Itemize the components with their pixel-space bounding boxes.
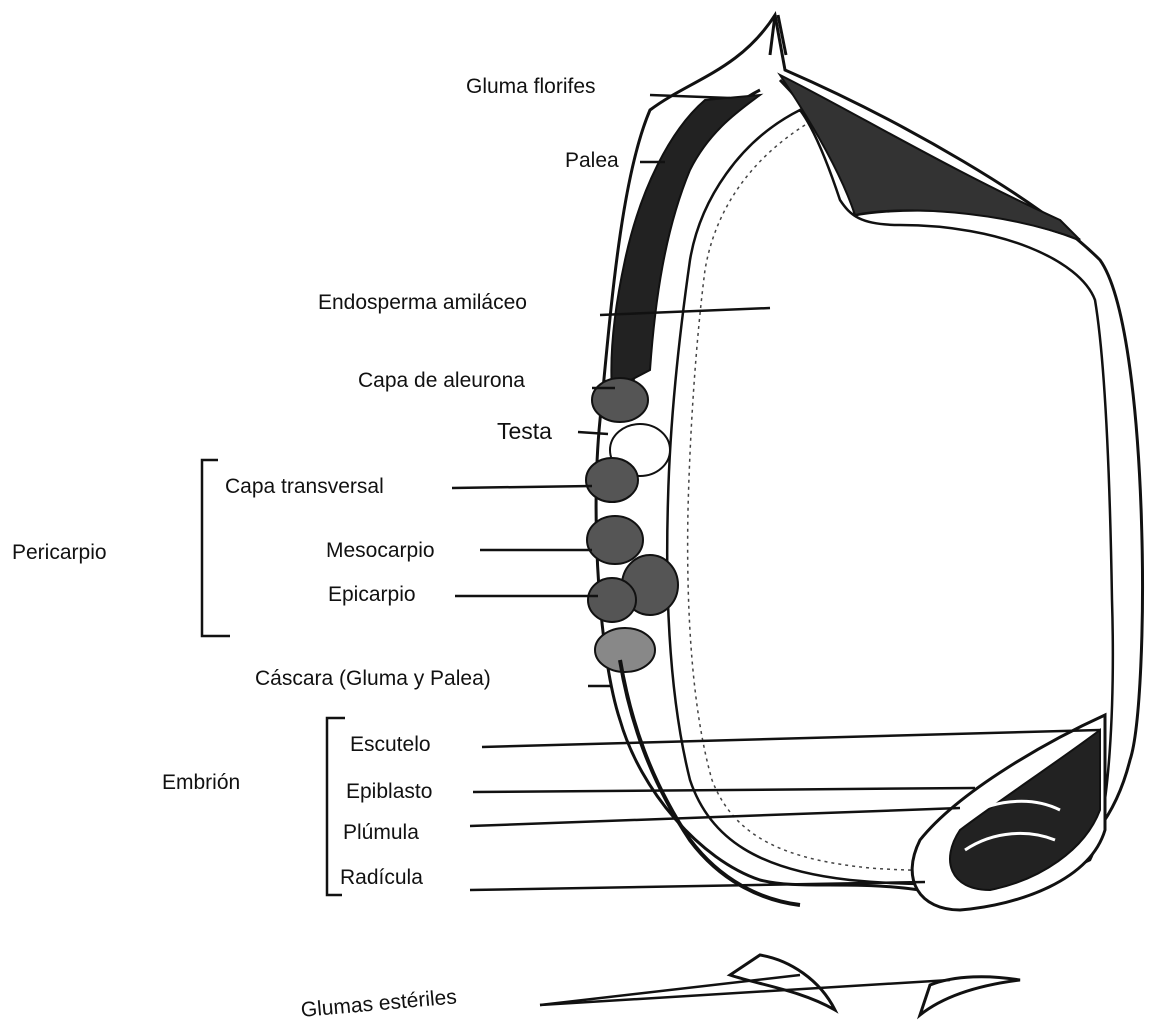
label-palea: Palea (565, 150, 619, 171)
leader-glumas-2 (540, 980, 950, 1005)
label-escutelo: Escutelo (350, 734, 431, 755)
palea-band (611, 95, 760, 390)
label-embrion: Embrión (162, 772, 240, 793)
label-radicula: Radícula (340, 867, 423, 888)
label-cascara: Cáscara (Gluma y Palea) (255, 668, 491, 689)
label-endosperma: Endosperma amiláceo (318, 292, 527, 313)
leader-epiblasto (473, 788, 975, 792)
label-epiblasto: Epiblasto (346, 781, 432, 802)
leader-escutelo (482, 730, 1100, 747)
label-mesocarpio: Mesocarpio (326, 540, 435, 561)
leader-glumas-1 (540, 975, 800, 1005)
label-gluma-florifera: Gluma florifes (466, 76, 596, 97)
embryo (912, 715, 1105, 910)
label-pericarpio: Pericarpio (12, 542, 107, 563)
label-aleurona: Capa de aleurona (358, 370, 525, 391)
label-plumula: Plúmula (343, 822, 419, 843)
leader-capa-transversal (452, 486, 592, 488)
label-epicarpio: Epicarpio (328, 584, 416, 605)
endosperm-inner-line (688, 125, 1075, 870)
label-testa: Testa (497, 420, 552, 443)
leader-testa (578, 432, 608, 434)
label-capa-transversal: Capa transversal (225, 476, 384, 497)
leader-gluma (650, 95, 730, 98)
